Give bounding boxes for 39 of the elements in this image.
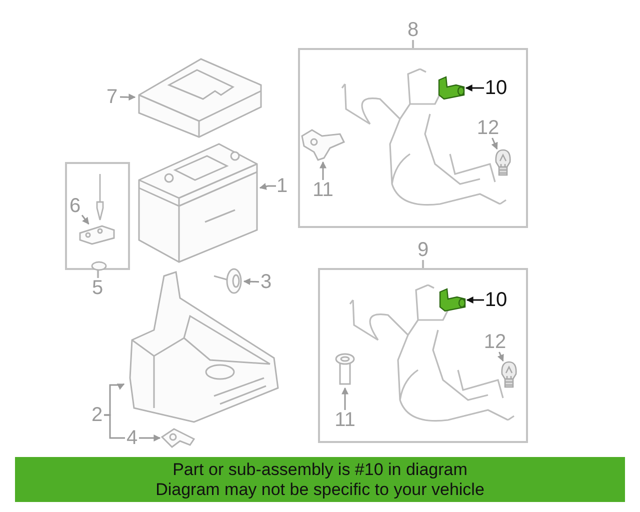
clamp-drawing <box>300 128 346 162</box>
callout-number: 1 <box>276 176 288 196</box>
leader-arrow <box>342 387 348 410</box>
sensor-drawing <box>437 287 467 313</box>
leader-arrow <box>497 352 504 362</box>
socket-drawing <box>334 352 356 388</box>
leader-arrow <box>259 183 276 190</box>
leader-arrow <box>139 434 161 442</box>
callout-number: 12 <box>476 118 500 138</box>
notice-banner <box>15 457 625 502</box>
callout-number: 5 <box>92 278 104 298</box>
callout-number: 4 <box>125 428 139 448</box>
notice-text: Diagram may not be specific to your vehicle <box>156 480 484 500</box>
bulb-drawing <box>500 361 518 389</box>
leader-arrow <box>491 138 498 150</box>
callout-number: 2 <box>90 405 104 425</box>
notice-text: Part or sub-assembly is #10 in diagram <box>172 460 468 480</box>
leader-arrow <box>120 94 136 101</box>
callout-number: 10 <box>484 78 508 98</box>
leader-arrow <box>466 296 484 304</box>
leader-arrow <box>243 278 260 286</box>
callout-number: 11 <box>311 180 335 200</box>
callout-number: 7 <box>104 87 120 107</box>
callout-number: 6 <box>68 196 82 216</box>
callout-number: 10 <box>484 290 508 310</box>
terminal-drawing <box>78 224 116 246</box>
leader-arrow <box>81 214 90 225</box>
callout-number: 8 <box>407 20 419 40</box>
leader-arrow <box>465 84 484 92</box>
bracket-drawing <box>160 427 196 449</box>
callout-number: 12 <box>483 332 507 352</box>
bulb-drawing <box>494 149 512 177</box>
leader-line <box>104 414 125 439</box>
callout-number: 11 <box>333 410 357 430</box>
leader-arrow <box>320 161 326 180</box>
callout-number: 9 <box>417 240 429 260</box>
bolt-drawing <box>212 266 244 296</box>
sensor-drawing <box>436 75 466 101</box>
callout-number: 3 <box>259 272 273 292</box>
